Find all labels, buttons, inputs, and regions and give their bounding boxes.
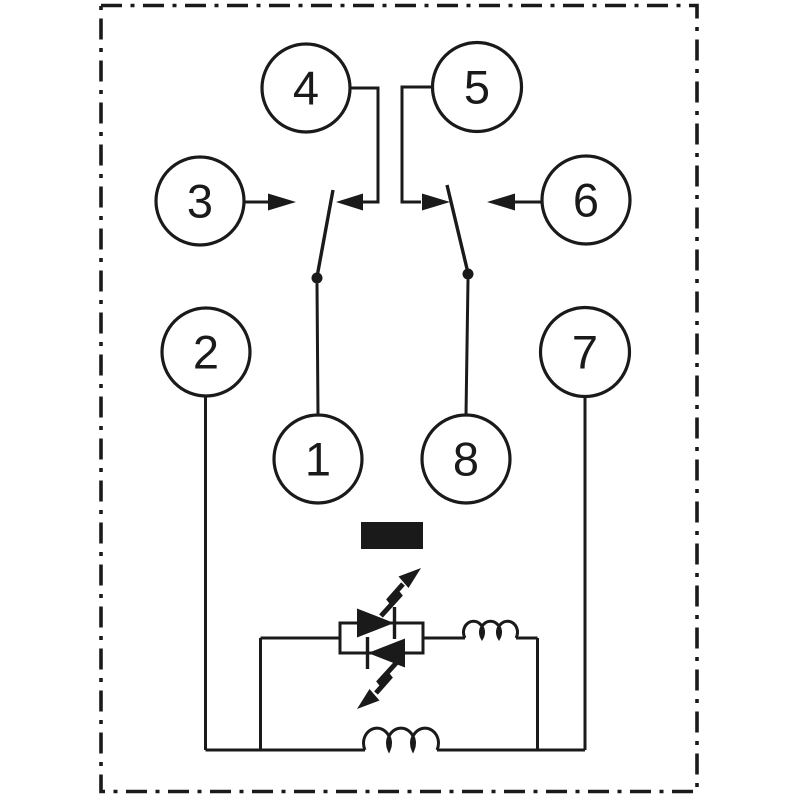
bolt-zigzag (379, 582, 405, 618)
terminal-3: 3 (154, 155, 246, 247)
terminal-label: 2 (193, 326, 219, 379)
terminal-circle (430, 40, 524, 134)
right-changeover-contact (400, 85, 542, 416)
terminal-label: 5 (464, 61, 490, 114)
bolt-zigzag (374, 659, 400, 695)
wire-contact-to-terminal8 (464, 279, 470, 416)
terminal-circle (160, 306, 252, 398)
terminal-label: 4 (293, 62, 319, 115)
contact-arrow-icon (422, 193, 450, 211)
terminal-circle (154, 155, 246, 247)
terminal-8: 8 (420, 413, 512, 505)
contact-arrow-icon (268, 193, 296, 211)
coil-circuit (204, 395, 587, 754)
contact-pivot-dot (311, 272, 323, 284)
terminal-label: 3 (187, 175, 213, 228)
terminal-circle (272, 413, 364, 505)
terminal-label: 6 (573, 174, 599, 227)
terminal-circle (260, 42, 352, 134)
contact-arrow-icon (487, 193, 515, 211)
component-boundary (99, 3, 699, 794)
wire-contact-to-terminal1 (315, 283, 320, 416)
terminal-circle (540, 154, 632, 246)
contact-blade (315, 189, 335, 278)
wire-terminal4-to-contact (350, 86, 380, 204)
contact-arrow-icon (336, 193, 363, 211)
terminal-1: 1 (272, 413, 364, 505)
bolt-arrowhead (398, 568, 421, 588)
left-changeover-contact (244, 86, 380, 416)
surge-arrow-icon (357, 659, 400, 709)
terminal-4: 4 (260, 42, 352, 134)
wire-terminal5-to-contact (400, 85, 432, 204)
surge-arrow-icon (379, 568, 421, 618)
diode-right-icon (357, 608, 394, 638)
terminal-circle (538, 305, 632, 399)
terminal-5: 5 (430, 40, 524, 134)
contact-blade (445, 184, 470, 274)
inductor-coil-icon (462, 619, 519, 642)
terminal-7: 7 (538, 305, 632, 399)
terminal-label: 8 (453, 433, 479, 486)
black-bar-marker (361, 522, 423, 549)
contact-pivot-dot (462, 268, 474, 280)
bolt-arrowhead (357, 689, 380, 709)
inductor-coil-icon (362, 726, 440, 754)
terminal-circle (420, 413, 512, 505)
terminal-label: 1 (305, 433, 331, 486)
terminal-6: 6 (540, 154, 632, 246)
terminal-2: 2 (160, 306, 252, 398)
terminal-label: 7 (572, 326, 598, 379)
